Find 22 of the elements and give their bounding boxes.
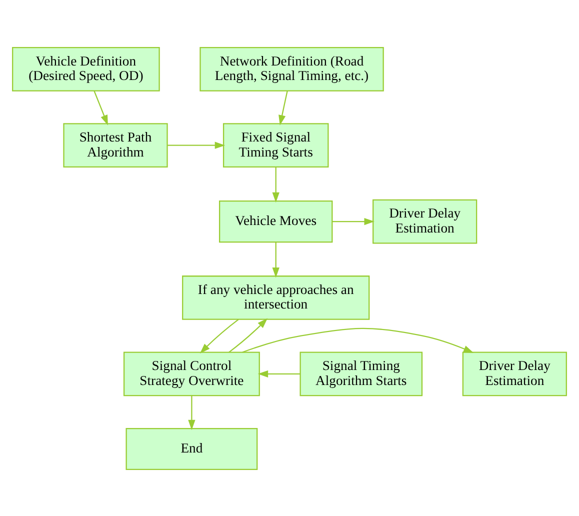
arrow xyxy=(168,141,226,148)
arrow xyxy=(272,242,280,278)
node-box: Signal Control Strategy Overwrite xyxy=(123,351,260,396)
node-box: Shortest Path Algorithm xyxy=(63,122,168,168)
node-box: End xyxy=(126,427,258,470)
arrow xyxy=(272,166,280,202)
arrow xyxy=(242,327,474,352)
node-box: Driver Delay Estimation xyxy=(372,198,478,244)
arrow xyxy=(188,395,196,430)
node-box: If any vehicle approaches an intersection xyxy=(182,275,370,320)
arrow xyxy=(278,90,288,125)
node-box: Signal Timing Algorithm Starts xyxy=(300,351,423,396)
node-box: Network Definition (Road Length, Signal Timing, etc.) xyxy=(200,46,384,91)
node-box: Fixed Signal Timing Starts xyxy=(222,122,329,168)
arrow xyxy=(332,217,374,225)
arrow xyxy=(228,318,268,352)
node-box: Driver Delay Estimation xyxy=(462,351,567,396)
arrow xyxy=(258,370,300,377)
arrow xyxy=(200,318,239,354)
node-box: Vehicle Definition (Desired Speed, OD) xyxy=(12,46,160,91)
node-box: Vehicle Moves xyxy=(219,200,333,242)
arrow xyxy=(94,90,108,125)
